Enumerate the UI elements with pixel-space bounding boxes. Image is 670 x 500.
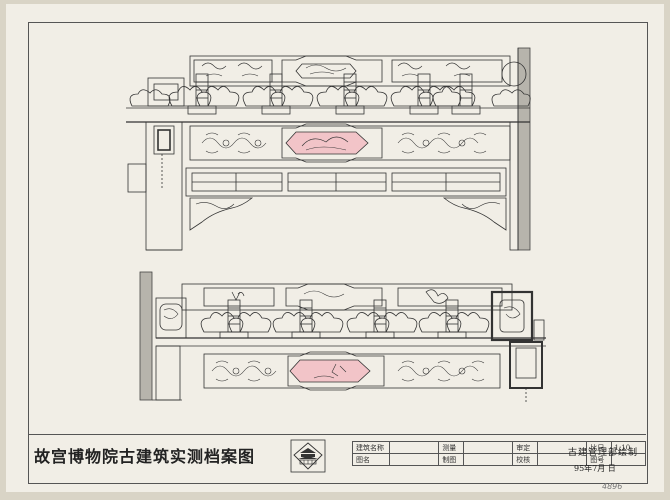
review-label: 审定 (512, 441, 538, 454)
draw-value (462, 453, 514, 466)
page-number: 4896 (602, 482, 623, 491)
check-label: 校核 (512, 453, 538, 466)
building-name-value (388, 441, 440, 454)
title-info-table: 建筑名称 测量 审定 比尺 1:10 图名 制图 校核 图号 (352, 441, 646, 466)
sheet-no-label: 图号 (586, 453, 612, 466)
drawing-name-label: 图名 (352, 453, 390, 466)
drawing-frame (28, 22, 648, 484)
sheet-no-value (610, 453, 646, 466)
architectural-elevation (126, 47, 546, 404)
title-block: 故宫博物院古建筑实测档案图 建筑名称 测量 审定 比尺 1:10 (28, 434, 646, 483)
bracket-set-row-lower (200, 299, 490, 339)
measure-label: 测量 (438, 441, 464, 454)
drawing-name-value (388, 453, 440, 466)
bracket-set-row-upper (129, 73, 531, 115)
drawing-date: 95年7月 日 (574, 464, 616, 473)
measure-value (462, 441, 514, 454)
palace-museum-emblem-icon (290, 439, 326, 473)
lower-elevation (139, 271, 546, 404)
drawing-title: 故宫博物院古建筑实测档案图 (34, 447, 256, 466)
drawing-sheet: 故宫博物院古建筑实测档案图 建筑名称 测量 审定 比尺 1:10 (6, 4, 664, 492)
maker-credit: 古建管理部绘制 (568, 448, 639, 458)
upper-elevation (126, 47, 531, 251)
draw-label: 制图 (438, 453, 464, 466)
building-name-label: 建筑名称 (352, 441, 390, 454)
